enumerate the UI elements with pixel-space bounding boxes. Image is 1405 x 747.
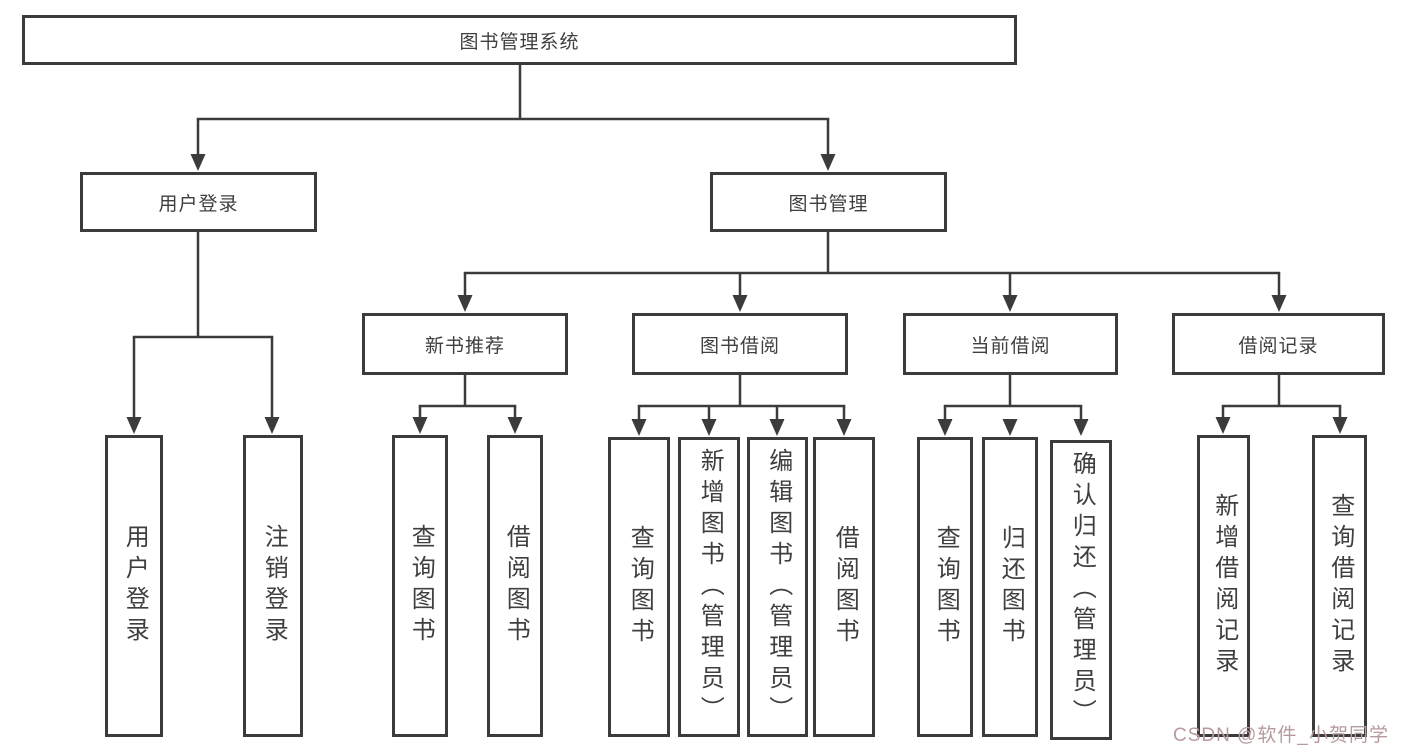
node-library-system: 图书管理系统 [22, 15, 1017, 65]
leaf-query-books-current: 查询图书 [917, 437, 973, 737]
csdn-watermark: CSDN @软件_小贺同学 [1173, 725, 1389, 746]
leaf-query-books-recommend: 查询图书 [392, 435, 448, 737]
leaf-borrow-books: 借阅图书 [813, 437, 875, 737]
leaf-label: 注销登录 [260, 524, 288, 648]
leaf-query-borrow-record: 查询借阅记录 [1312, 435, 1367, 737]
leaf-query-books-borrow: 查询图书 [608, 437, 670, 737]
leaf-label: 借阅图书 [502, 524, 530, 648]
leaf-add-book-admin: 新增图书（管理员） [678, 437, 740, 737]
leaf-label: 借阅图书 [831, 525, 859, 649]
leaf-label: 确认归还（管理员） [1068, 450, 1096, 730]
node-user-login: 用户登录 [80, 172, 317, 232]
leaf-label: 用户登录 [121, 524, 149, 648]
leaf-label: 查询图书 [626, 525, 654, 649]
leaf-label: 查询图书 [407, 524, 435, 648]
leaf-confirm-return-admin: 确认归还（管理员） [1050, 440, 1112, 740]
leaf-label: 新增图书（管理员） [696, 447, 724, 727]
node-new-book-recommend: 新书推荐 [362, 313, 568, 375]
leaf-edit-book-admin: 编辑图书（管理员） [747, 437, 808, 737]
leaf-return-book: 归还图书 [982, 437, 1038, 737]
leaf-label: 新增借阅记录 [1210, 493, 1238, 679]
leaf-user-login: 用户登录 [105, 435, 163, 737]
node-book-borrow: 图书借阅 [632, 313, 848, 375]
leaf-logout: 注销登录 [243, 435, 303, 737]
leaf-label: 查询借阅记录 [1326, 493, 1354, 679]
leaf-label: 查询图书 [932, 525, 960, 649]
leaf-label: 归还图书 [997, 525, 1025, 649]
node-current-borrow: 当前借阅 [903, 313, 1118, 375]
leaf-add-borrow-record: 新增借阅记录 [1197, 435, 1250, 737]
node-borrow-records: 借阅记录 [1172, 313, 1385, 375]
leaf-borrow-books-recommend: 借阅图书 [487, 435, 543, 737]
leaf-label: 编辑图书（管理员） [764, 447, 792, 727]
node-book-management: 图书管理 [710, 172, 947, 232]
